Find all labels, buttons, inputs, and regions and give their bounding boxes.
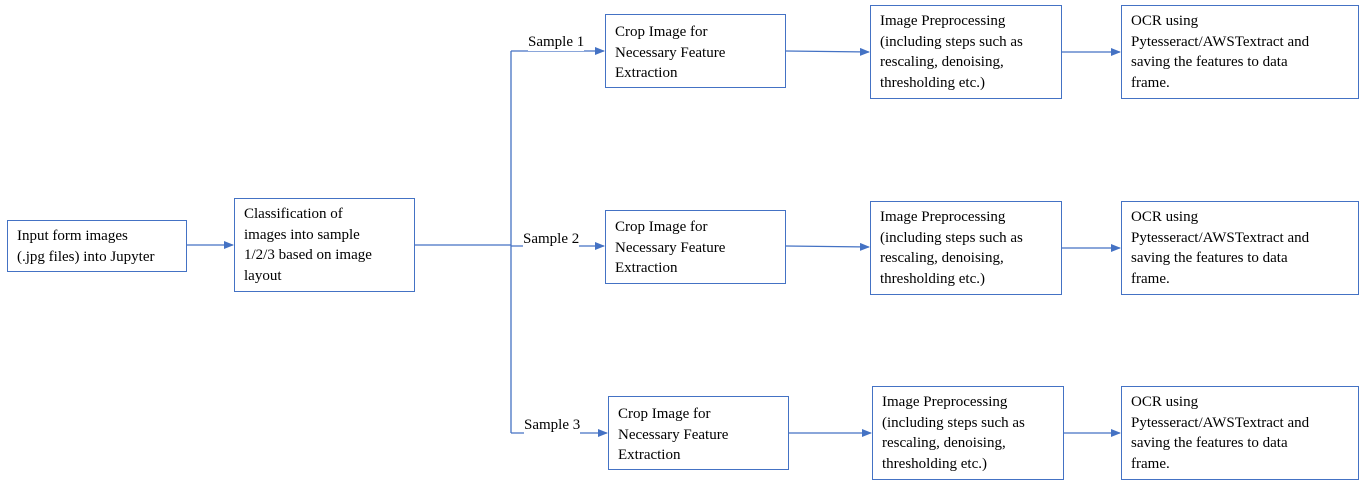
node-text-line: Crop Image for: [615, 219, 708, 235]
node-text-line: Necessary Feature: [618, 426, 729, 443]
node-image-preprocessing-sample-2: Image Preprocessing (including steps suc…: [870, 201, 1062, 295]
node-ocr-sample-3: OCR using Pytesseract/AWSTextract and sa…: [1121, 386, 1359, 480]
node-text-line: 1/2/3 based on image: [244, 247, 372, 263]
arrow-crop-2-to-preprocess-2: [785, 242, 870, 251]
node-text-line: (including steps such as: [882, 414, 1025, 431]
node-text-line: Crop Image for: [615, 24, 708, 40]
node-text-line: saving the features to data: [1131, 54, 1288, 70]
node-text-line: layout: [244, 267, 282, 284]
node-text-line: Extraction: [615, 65, 678, 81]
node-text-line: thresholding etc.): [880, 270, 985, 287]
node-text-line: Pytesseract/AWSTextract and: [1131, 229, 1310, 246]
node-text-line: saving the features to data: [1131, 435, 1288, 451]
node-classification: Classification of images into sample 1/2…: [234, 198, 415, 292]
node-text-line: Image Preprocessing: [882, 394, 1008, 410]
node-text-line: Necessary Feature: [615, 239, 726, 256]
node-text-line: Input form images: [17, 228, 128, 244]
node-text-line: thresholding etc.): [882, 455, 987, 472]
node-text-line: Pytesseract/AWSTextract and: [1131, 33, 1310, 50]
node-text-line: Extraction: [615, 260, 678, 276]
node-text-line: frame.: [1131, 270, 1170, 287]
node-text-line: images into sample: [244, 226, 360, 243]
node-crop-image-sample-1: Crop Image for Necessary Feature Extract…: [605, 14, 786, 88]
node-text-line: Classification of: [244, 206, 343, 222]
branch-label-sample-3: Sample 3: [524, 416, 581, 434]
node-text-line: frame.: [1131, 455, 1170, 472]
node-text-line: rescaling, denoising,: [882, 435, 1006, 451]
branch-label-sample-2: Sample 2: [523, 230, 580, 248]
node-text-line: Crop Image for: [618, 406, 711, 422]
node-ocr-sample-2: OCR using Pytesseract/AWSTextract and sa…: [1121, 201, 1359, 295]
node-text-line: OCR using: [1131, 209, 1199, 225]
node-image-preprocessing-sample-1: Image Preprocessing (including steps suc…: [870, 5, 1062, 99]
node-text-line: (including steps such as: [880, 33, 1023, 50]
node-text-line: saving the features to data: [1131, 250, 1288, 266]
node-text-line: Necessary Feature: [615, 44, 726, 61]
node-image-preprocessing-sample-3: Image Preprocessing (including steps suc…: [872, 386, 1064, 480]
node-text-line: rescaling, denoising,: [880, 250, 1004, 266]
node-text-line: Image Preprocessing: [880, 209, 1006, 225]
node-text-line: Pytesseract/AWSTextract and: [1131, 414, 1310, 431]
node-text-line: OCR using: [1131, 13, 1199, 29]
node-text-line: (.jpg files) into Jupyter: [17, 248, 155, 265]
node-ocr-sample-1: OCR using Pytesseract/AWSTextract and sa…: [1121, 5, 1359, 99]
node-text-line: thresholding etc.): [880, 74, 985, 91]
node-crop-image-sample-2: Crop Image for Necessary Feature Extract…: [605, 210, 786, 284]
node-text-line: (including steps such as: [880, 229, 1023, 246]
node-text-line: OCR using: [1131, 394, 1199, 410]
node-text-line: frame.: [1131, 74, 1170, 91]
node-text-line: Image Preprocessing: [880, 13, 1006, 29]
arrow-crop-1-to-preprocess-1: [785, 47, 870, 56]
node-input-images: Input form images (.jpg files) into Jupy…: [7, 220, 187, 272]
node-crop-image-sample-3: Crop Image for Necessary Feature Extract…: [608, 396, 789, 470]
branch-label-sample-1: Sample 1: [528, 33, 585, 51]
node-text-line: Extraction: [618, 447, 681, 463]
node-text-line: rescaling, denoising,: [880, 54, 1004, 70]
